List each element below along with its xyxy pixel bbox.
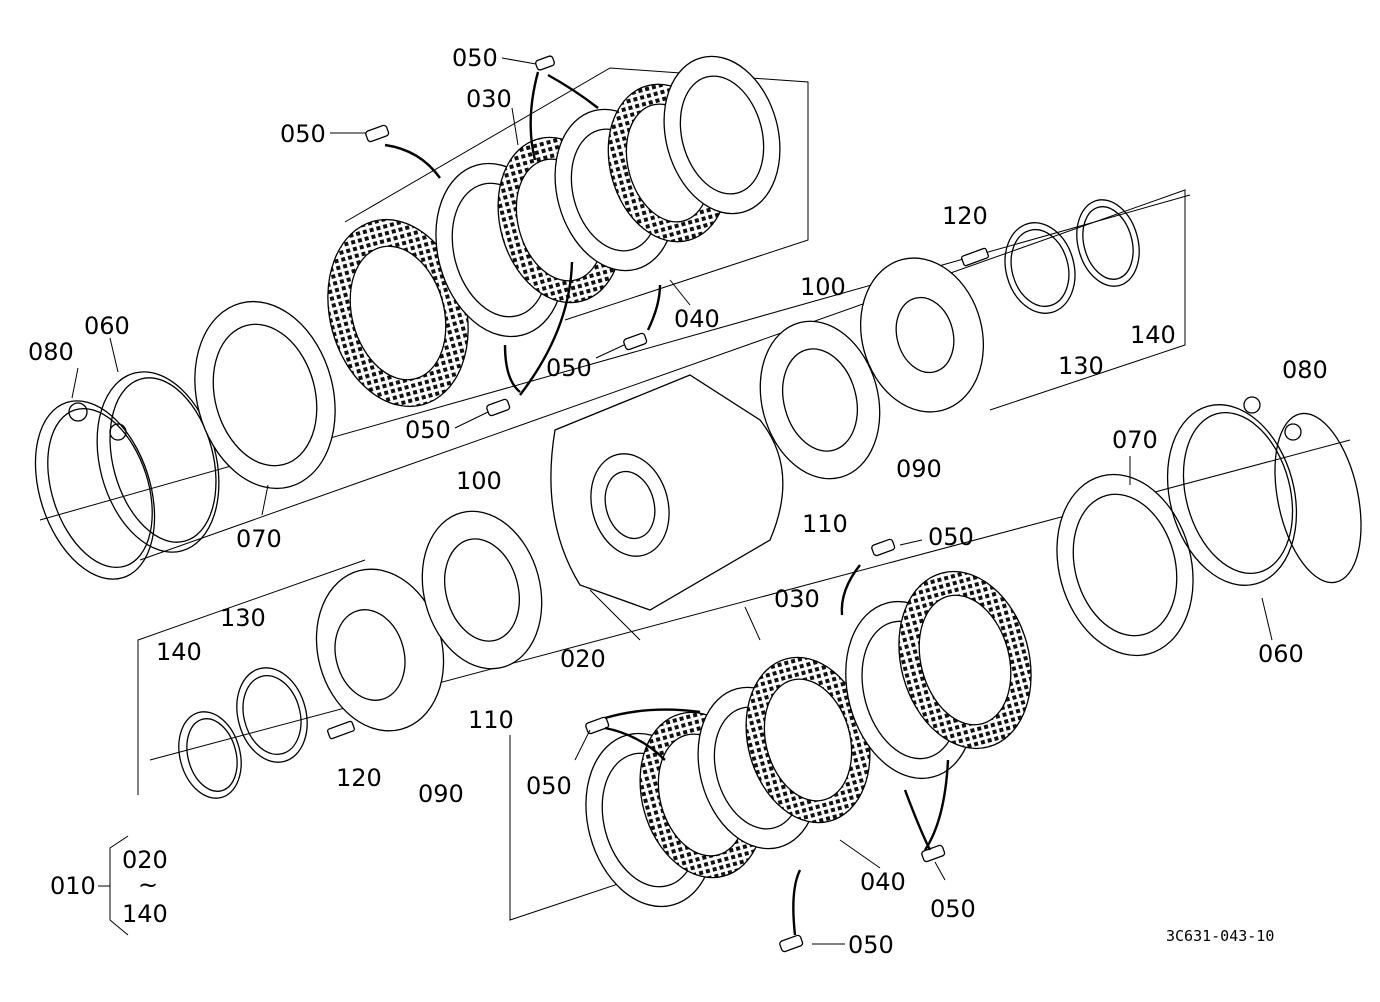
clutch-drum-020	[550, 374, 784, 641]
snap-ring-080-left	[34, 400, 156, 580]
upper-clutch-group	[34, 55, 1191, 580]
label-050: 050	[526, 772, 572, 800]
label-020: 020	[560, 645, 606, 673]
label-130: 130	[220, 604, 266, 632]
label-140: 140	[1130, 321, 1176, 349]
lower-clutch-group	[137, 396, 1362, 953]
label-080: 080	[1282, 356, 1328, 384]
label-030: 030	[774, 585, 820, 613]
label-050: 050	[405, 416, 451, 444]
steel-plate-upper-3	[663, 55, 781, 215]
pin-050-icon	[623, 332, 648, 351]
label-050: 050	[928, 523, 974, 551]
spring-120-upper	[960, 247, 990, 267]
label-tilde: ~	[138, 871, 158, 899]
label-050: 050	[930, 895, 976, 923]
snap-ring-140-upper	[1076, 199, 1140, 287]
label-070: 070	[1112, 426, 1158, 454]
ring-060-right	[1166, 396, 1298, 586]
spring-120-lower	[326, 720, 356, 740]
ring-130-upper	[1004, 222, 1076, 314]
plate-100-upper	[759, 320, 881, 480]
drawing-code: 3C631-043-10	[1166, 927, 1274, 945]
pin-050-icon	[585, 716, 610, 735]
label-050: 050	[280, 120, 326, 148]
plate-070-right	[1056, 473, 1194, 657]
piston-090-upper	[859, 257, 985, 413]
snap-ring-080-right	[1274, 412, 1362, 584]
label-130: 130	[1058, 352, 1104, 380]
label-100: 100	[800, 273, 846, 301]
plate-070-left	[194, 300, 336, 490]
pin-050-icon	[871, 538, 896, 557]
label-120: 120	[336, 764, 382, 792]
pin-050-icon	[779, 934, 804, 953]
label-120: 120	[942, 202, 988, 230]
label-040: 040	[674, 305, 720, 333]
label-040: 040	[860, 868, 906, 896]
label-060: 060	[1258, 640, 1304, 668]
assembly-bracket	[98, 835, 129, 936]
label-140: 140	[156, 638, 202, 666]
label-140-assy: 140	[122, 900, 168, 928]
label-070: 070	[236, 525, 282, 553]
label-050: 050	[546, 354, 592, 382]
label-110: 110	[468, 706, 514, 734]
friction-disc-lower-2	[745, 656, 871, 824]
label-010: 010	[50, 872, 96, 900]
label-060: 060	[84, 312, 130, 340]
label-090: 090	[896, 455, 942, 483]
pin-050-icon	[535, 55, 555, 71]
snap-ring-140-lower	[178, 711, 242, 799]
ring-130-lower	[236, 667, 308, 763]
label-050: 050	[848, 931, 894, 959]
pin-050-icon	[365, 124, 390, 143]
plate-100-lower	[421, 510, 543, 670]
part-labels: 010 020 ~ 140 050 030 050 120 100 040 14…	[28, 44, 1328, 959]
label-100: 100	[456, 467, 502, 495]
label-050: 050	[452, 44, 498, 72]
label-020-assy: 020	[122, 846, 168, 874]
label-090: 090	[418, 780, 464, 808]
ring-060-left	[96, 371, 220, 553]
label-110: 110	[802, 510, 848, 538]
pin-050-icon	[921, 844, 946, 863]
label-080: 080	[28, 338, 74, 366]
label-030: 030	[466, 85, 512, 113]
pin-050-icon	[486, 398, 511, 417]
friction-disc-lower-3	[898, 570, 1032, 750]
